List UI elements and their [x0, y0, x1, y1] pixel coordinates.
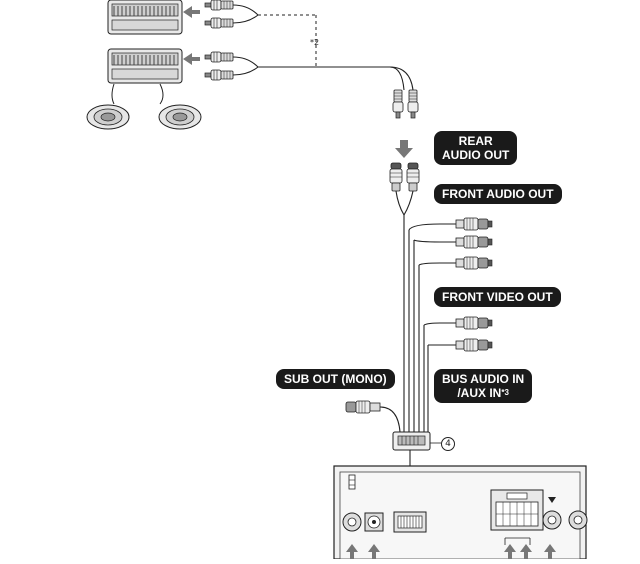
rear-audio-out-label: REAR AUDIO OUT: [434, 131, 518, 165]
note-3-marker: *3: [501, 388, 509, 397]
rear-audio-out-line2: AUDIO OUT: [442, 148, 510, 162]
bus-audio-in-line1: BUS AUDIO IN: [442, 372, 525, 386]
note-2-marker: *2: [310, 38, 320, 47]
rca-plug-icon: [455, 316, 493, 330]
rca-plug-icon: [406, 162, 420, 192]
speaker-icon: [158, 104, 202, 130]
rca-plug-icon: [204, 69, 234, 81]
rca-plug-icon: [455, 256, 493, 270]
rca-plug-icon: [204, 51, 234, 63]
arrow-left-icon: [183, 53, 200, 65]
rca-plug-icon: [455, 235, 493, 249]
head-unit-back-panel: [333, 465, 588, 560]
rca-plug-icon: [455, 338, 493, 352]
rca-plug-icon: [389, 162, 403, 192]
speaker-icon: [86, 104, 130, 130]
arrow-down-icon: [395, 140, 413, 158]
bus-audio-in-label: BUS AUDIO IN /AUX IN*3: [434, 369, 533, 403]
bus-audio-in-line2: /AUX IN: [457, 386, 502, 400]
rca-plug-icon: [392, 89, 404, 119]
rca-plug-icon: [204, 0, 234, 11]
rca-plug-icon: [455, 217, 493, 231]
rear-audio-out-line1: REAR: [458, 134, 493, 148]
connector-block: [392, 431, 441, 451]
rca-plug-icon: [345, 400, 381, 414]
front-video-out-label: FRONT VIDEO OUT: [434, 287, 561, 307]
connector-number-badge: 4: [441, 437, 455, 451]
amplifier-icon: [107, 48, 183, 84]
amplifier-icon: [107, 0, 183, 35]
arrow-left-icon: [183, 6, 200, 18]
front-audio-out-label: FRONT AUDIO OUT: [434, 184, 562, 204]
bus-audio-in-line2-wrap: /AUX IN*3: [442, 386, 524, 400]
rca-plug-icon: [204, 17, 234, 29]
rca-plug-icon: [407, 89, 419, 119]
sub-out-label: SUB OUT (MONO): [276, 369, 395, 389]
